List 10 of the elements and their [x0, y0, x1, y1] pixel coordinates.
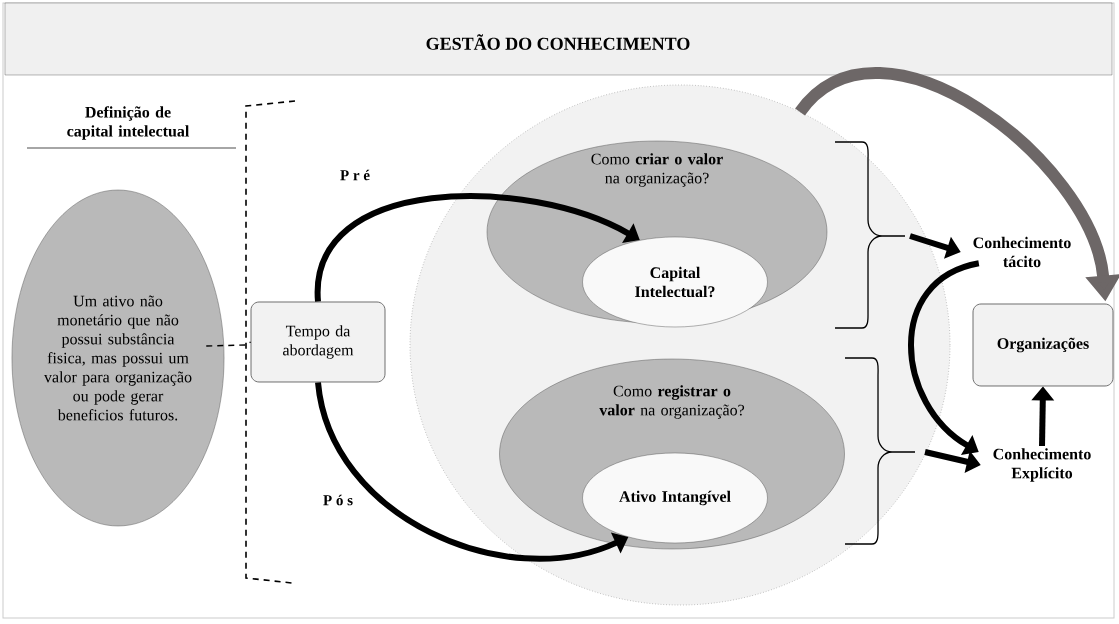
heading: Definição de capital intelectual [67, 106, 190, 140]
arrow [908, 260, 980, 455]
process-box: Organizações [972, 303, 1114, 387]
knowledge-label: Conhecimento Explícito [993, 448, 1091, 482]
edge-label: P ó s [323, 494, 353, 506]
title-band: GESTÃO DO CONHECIMENTO [4, 2, 1113, 76]
edge-label: P r é [340, 169, 370, 181]
knowledge-label: Conhecimento tácito [973, 236, 1071, 268]
process-box: Tempo da abordagem [250, 301, 386, 383]
arrow [315, 193, 640, 302]
